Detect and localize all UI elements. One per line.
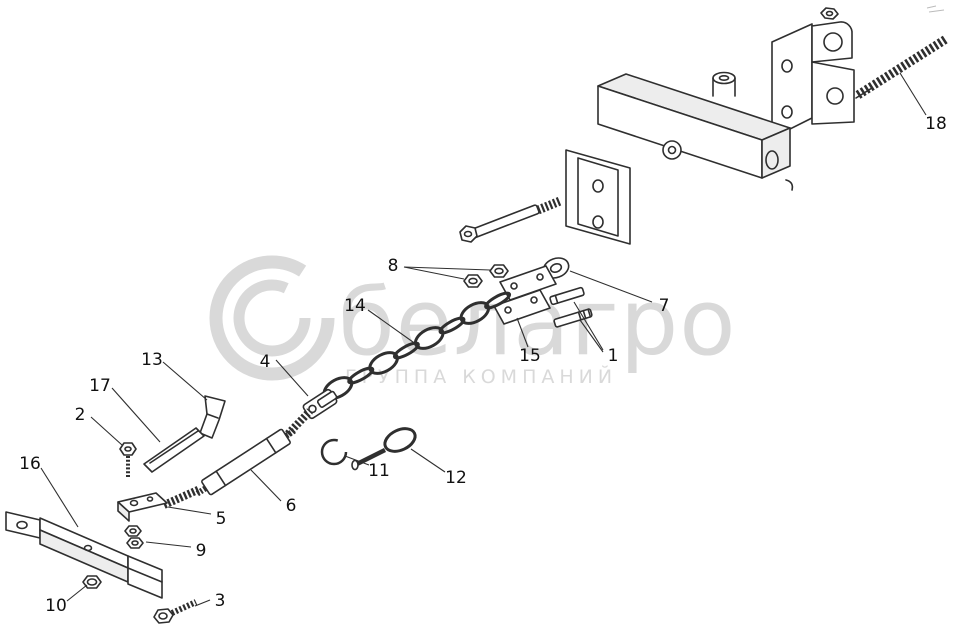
callout-15: 15 <box>519 346 541 366</box>
part-bracket-5 <box>117 492 168 522</box>
leader-line-6 <box>250 469 282 502</box>
part-frame-bar-16 <box>5 511 163 599</box>
part-wedge-13 <box>199 395 226 439</box>
part-flat-bar-17 <box>143 427 205 473</box>
part-chain-14 <box>322 291 512 400</box>
callout-8: 8 <box>388 256 399 276</box>
watermark-subtitle-text: ГРУППА КОМПАНИЙ <box>345 365 617 388</box>
part-bolt-3 <box>153 599 198 624</box>
callout-4: 4 <box>260 352 271 372</box>
callout-9: 9 <box>196 541 207 561</box>
callout-18: 18 <box>925 114 947 134</box>
chain-assembly <box>5 257 593 624</box>
watermark-logo-inner-ring <box>233 279 311 357</box>
leader-lines <box>40 72 927 607</box>
callout-12: 12 <box>445 468 467 488</box>
leader-line-4 <box>275 359 309 397</box>
leader-line-8b <box>403 266 491 271</box>
top-nut <box>820 7 839 20</box>
leader-line-1a <box>573 301 604 351</box>
part-lock-ring-11 <box>320 438 348 466</box>
part-nuts-8 <box>463 264 509 288</box>
callout-1: 1 <box>608 346 619 366</box>
callout-10: 10 <box>45 596 67 616</box>
callout-11: 11 <box>368 461 390 481</box>
callout-13: 13 <box>141 350 163 370</box>
callout-17: 17 <box>89 376 111 396</box>
part-long-bolt <box>459 196 562 243</box>
watermark-logo-outer-ring <box>209 255 335 381</box>
leader-line-5 <box>167 506 212 515</box>
callout-14: 14 <box>344 296 366 316</box>
leader-line-11 <box>344 455 370 466</box>
leader-line-15 <box>516 317 529 348</box>
part-turnbuckle-6 <box>195 427 297 497</box>
part-bolt-2 <box>119 442 137 478</box>
part-locknuts-9 <box>124 525 144 549</box>
callout-labels: 1 2 3 4 5 6 7 8 9 10 11 12 13 14 15 16 1… <box>19 114 947 616</box>
callout-6: 6 <box>286 496 297 516</box>
part-top-bracket <box>771 21 855 139</box>
leader-line-10 <box>66 584 88 602</box>
part-threaded-rod <box>855 35 949 99</box>
callout-2: 2 <box>75 405 86 425</box>
corner-mark <box>926 5 945 13</box>
leader-line-12 <box>410 448 446 473</box>
callout-3: 3 <box>215 591 226 611</box>
leader-line-7 <box>569 270 653 303</box>
leader-line-3 <box>194 599 211 607</box>
part-pins-1 <box>549 286 593 328</box>
leader-line-2 <box>90 416 123 446</box>
callout-7: 7 <box>659 296 670 316</box>
callout-5: 5 <box>216 509 227 529</box>
upper-assembly <box>459 7 949 245</box>
callout-16: 16 <box>19 454 41 474</box>
leader-line-1b <box>579 319 604 353</box>
leader-line-8a <box>403 266 465 280</box>
leader-line-18 <box>899 72 927 116</box>
part-lower-spring <box>162 485 202 509</box>
part-clamp-bracket <box>565 149 631 245</box>
leader-line-14 <box>367 309 421 348</box>
part-nut-10 <box>82 575 102 589</box>
leader-line-17 <box>111 387 161 443</box>
part-main-beam <box>597 71 794 191</box>
retainer-clip <box>785 179 794 191</box>
leader-line-16 <box>40 467 79 528</box>
leader-line-9 <box>145 541 192 548</box>
part-upper-spring <box>285 408 313 437</box>
leader-line-13 <box>162 361 208 401</box>
part-link-plates-15 <box>493 265 557 325</box>
